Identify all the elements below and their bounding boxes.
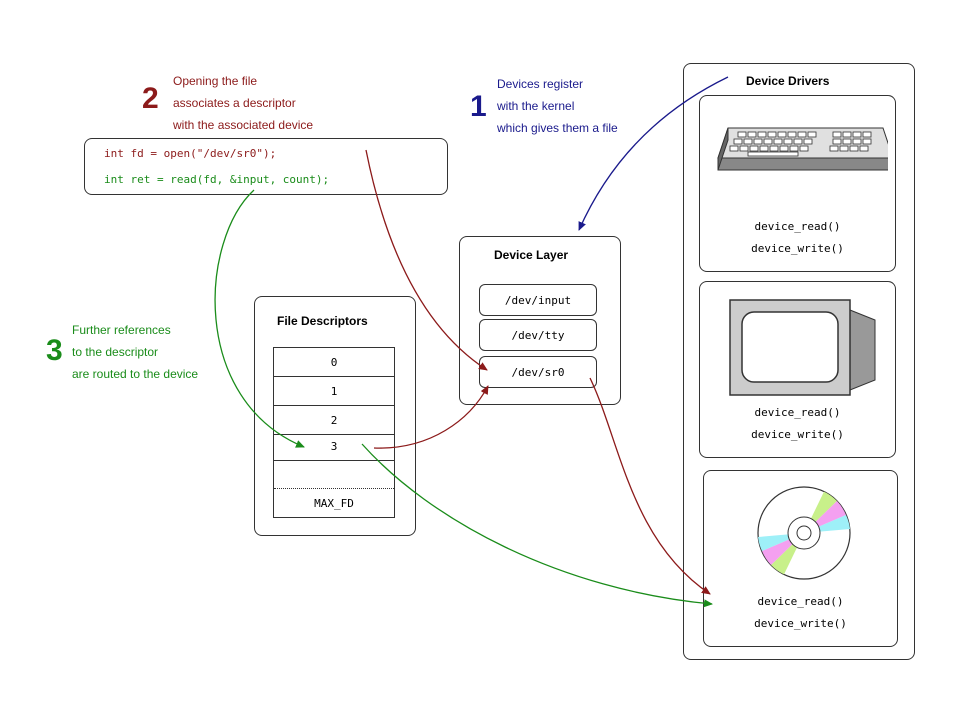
code-line-open: int fd = open("/dev/sr0"); xyxy=(104,147,277,160)
code-box: int fd = open("/dev/sr0"); int ret = rea… xyxy=(84,138,448,195)
descriptor-cell-1: 1 xyxy=(274,377,394,406)
file-descriptors-title: File Descriptors xyxy=(277,314,368,328)
driver-keyboard-write: device_write() xyxy=(751,242,844,255)
driver-monitor-read: device_read() xyxy=(754,406,841,419)
step-2-line-2: associates a descriptor xyxy=(173,96,296,110)
step-1-line-3: which gives them a file xyxy=(497,121,618,135)
descriptor-table: 0 1 2 3 MAX_FD xyxy=(273,347,395,518)
driver-monitor-box: device_read() device_write() xyxy=(699,281,896,458)
cd-icon xyxy=(757,486,851,580)
file-descriptors-box: File Descriptors 0 1 2 3 MAX_FD xyxy=(254,296,416,536)
device-layer-box: Device Layer /dev/input /dev/tty /dev/sr… xyxy=(459,236,621,405)
device-drivers-title: Device Drivers xyxy=(746,74,830,88)
device-node-tty: /dev/tty xyxy=(479,319,597,351)
driver-monitor-write: device_write() xyxy=(751,428,844,441)
device-node-input: /dev/input xyxy=(479,284,597,316)
driver-cd-box: device_read() device_write() xyxy=(703,470,898,647)
descriptor-cell-max: MAX_FD xyxy=(274,489,394,518)
step-3-number: 3 xyxy=(46,334,63,367)
descriptor-ellipsis-gap xyxy=(274,461,394,489)
device-layer-title: Device Layer xyxy=(494,248,569,262)
descriptor-cell-3: 3 xyxy=(274,432,394,461)
monitor-icon xyxy=(729,299,876,396)
step-2-line-1: Opening the file xyxy=(173,74,258,88)
device-node-sr0: /dev/sr0 xyxy=(479,356,597,388)
step-3-line-1: Further references xyxy=(72,323,171,337)
code-line-read: int ret = read(fd, &input, count); xyxy=(104,173,330,186)
driver-keyboard-box: device_read() device_write() xyxy=(699,95,896,272)
step-1-number: 1 xyxy=(470,90,487,123)
driver-cd-write: device_write() xyxy=(754,617,847,630)
step-2-line-3: with the associated device xyxy=(173,118,314,132)
driver-keyboard-read: device_read() xyxy=(754,220,841,233)
step-3-line-2: to the descriptor xyxy=(72,345,159,359)
step-1-line-1: Devices register xyxy=(497,77,584,91)
step-2-number: 2 xyxy=(142,82,159,115)
step-3-line-3: are routed to the device xyxy=(72,367,199,381)
descriptor-cell-0: 0 xyxy=(274,348,394,377)
keyboard-icon xyxy=(717,127,888,171)
step-1-line-2: with the kernel xyxy=(497,99,575,113)
driver-cd-read: device_read() xyxy=(757,595,844,608)
descriptor-cell-2: 2 xyxy=(274,406,394,435)
